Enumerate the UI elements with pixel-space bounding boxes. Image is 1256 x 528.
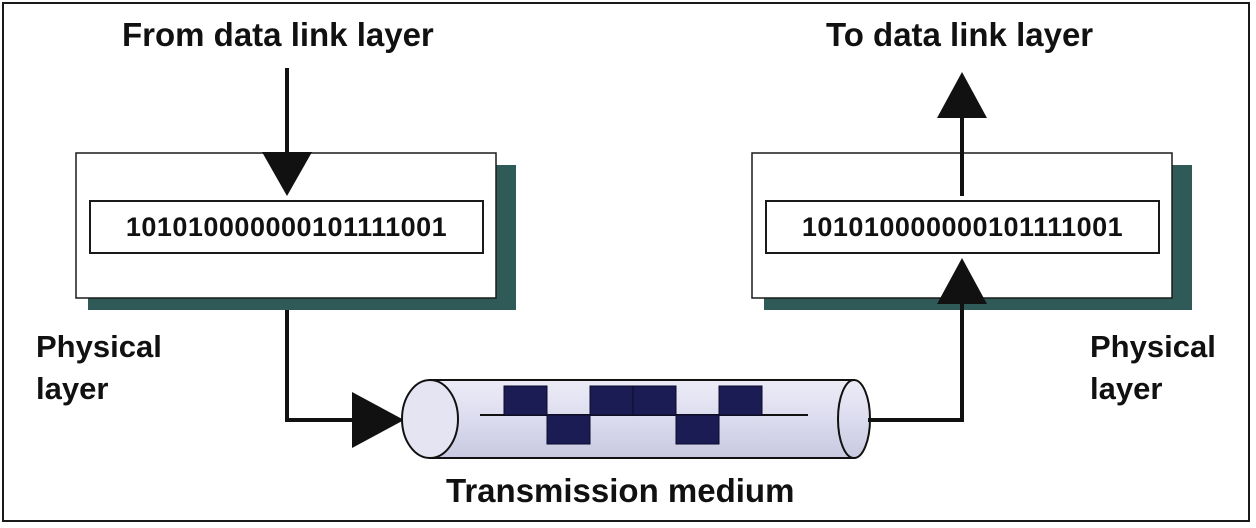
receiver-layer-label-line2: layer <box>1090 371 1163 406</box>
medium-to-receiver-line <box>868 300 964 422</box>
input-arrow-head <box>262 152 312 196</box>
signal-pulse-high <box>589 385 634 416</box>
tube-left-end <box>401 379 459 459</box>
tube-right-end <box>837 379 871 459</box>
signal-pulses <box>503 385 763 445</box>
output-arrow-head <box>937 72 987 118</box>
sender-to-medium-arrow-head <box>352 392 404 448</box>
receiver-bit-string: 10101000000010111100​1 <box>765 200 1160 254</box>
medium-to-receiver-arrow-head <box>937 258 987 304</box>
from-data-link-layer-label: From data link layer <box>122 16 434 53</box>
signal-pulse-high <box>503 385 548 416</box>
signal-pulse-low <box>546 414 591 445</box>
transmission-medium-label: Transmission medium <box>446 472 795 509</box>
receiver-layer-label-line1: Physical <box>1090 329 1216 364</box>
sender-physical-layer-label: Physical layer <box>36 326 162 410</box>
sender-layer-label-line1: Physical <box>36 329 162 364</box>
sender-bit-string: 10101000000010111100​1 <box>89 200 484 254</box>
signal-pulse-low <box>675 414 720 445</box>
to-data-link-layer-label: To data link layer <box>826 16 1094 53</box>
sender-layer-label-line2: layer <box>36 371 109 406</box>
signal-pulse-high <box>718 385 763 416</box>
sender-to-medium-line <box>285 310 365 422</box>
receiver-physical-layer-label: Physical layer <box>1090 326 1216 410</box>
signal-pulse-high <box>632 385 677 416</box>
transmission-medium-tube <box>401 379 871 459</box>
